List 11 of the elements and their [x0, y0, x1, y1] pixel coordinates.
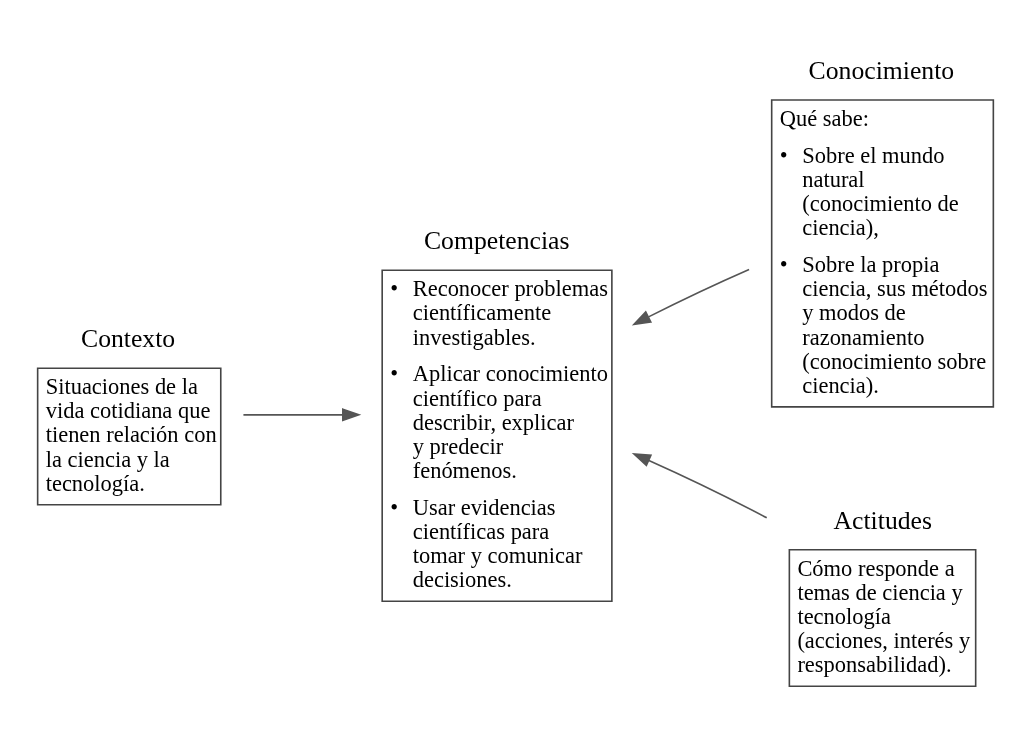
- node-box: • Reconocer problemas científicamente investigables. • Aplicar conocimiento científico para describir, explicar y predecir fenómenos. • Usar evidencias científicas para tomar y comunicar decisiones.: [381, 269, 613, 602]
- node-label: Conocimiento: [808, 55, 955, 85]
- node-label: Contexto: [81, 324, 176, 354]
- node-box: Cómo responde a temas de ciencia y tecnología (acciones, interés y responsabilidad).: [788, 549, 977, 688]
- node-box: Situaciones de la vida cotidiana que tienen relación con la ciencia y la tecnología.: [36, 367, 222, 506]
- arrow: [631, 268, 750, 326]
- node-box: Qué sabe: • Sobre el mundo natural (conocimiento de ciencia), • Sobre la propia ciencia, sus métodos y modos de razonamiento (conocimiento sobre ciencia).: [770, 99, 995, 408]
- node-label: Actitudes: [833, 505, 932, 535]
- arrow: [631, 452, 768, 519]
- node-label: Competencias: [423, 226, 570, 256]
- arrow: [242, 408, 362, 422]
